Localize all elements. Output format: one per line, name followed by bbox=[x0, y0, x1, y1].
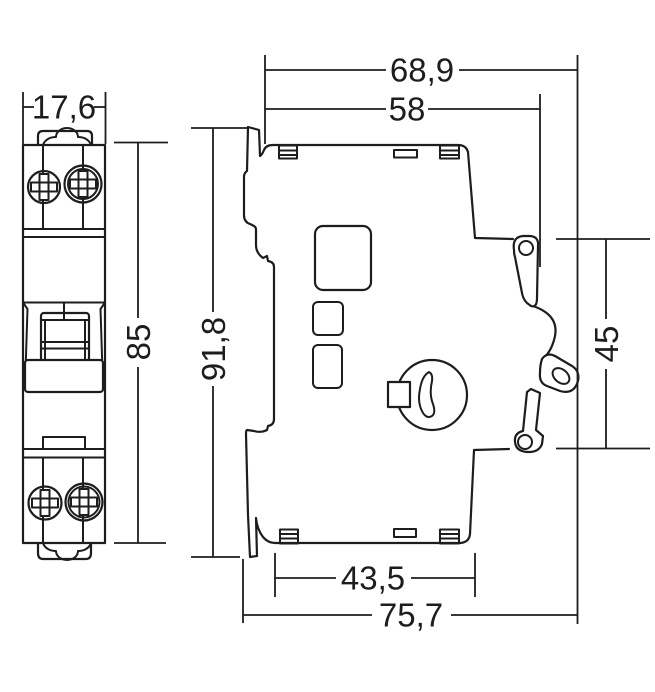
din-clip-bottom bbox=[513, 387, 545, 454]
busbar-tab-top bbox=[36, 129, 94, 147]
label-window-small-2 bbox=[312, 344, 343, 389]
terminal-screw-top-right-icon bbox=[63, 164, 103, 204]
dim-label-depth-overall-top: 68,9 bbox=[390, 52, 454, 89]
terminal-window-bottom bbox=[42, 436, 86, 450]
dim-label-depth-body-bottom: 43,5 bbox=[341, 560, 405, 597]
dim-din-rail-span: 45 bbox=[556, 238, 650, 450]
label-window-large bbox=[313, 224, 373, 292]
dim-depth-overall-bottom: 75,7 bbox=[242, 559, 578, 634]
terminal-screw-bottom-right-icon bbox=[64, 482, 104, 522]
side-view bbox=[242, 125, 580, 559]
front-body-outline bbox=[21, 143, 107, 545]
label-window-small-1 bbox=[312, 301, 344, 336]
dim-depth-body-bottom: 43,5 bbox=[274, 553, 476, 597]
dim-front-height: 85 bbox=[114, 141, 168, 544]
dim-label-overall-height: 91,8 bbox=[195, 317, 232, 381]
clip-hole-top bbox=[518, 240, 534, 256]
dim-overall-height: 91,8 bbox=[191, 127, 248, 558]
toggle-base-plate bbox=[23, 358, 105, 394]
din-clip-top bbox=[512, 234, 540, 308]
bottom-edge-vents bbox=[279, 528, 460, 545]
dim-label-depth-body-top: 58 bbox=[389, 91, 426, 128]
dimensions: 17,6 85 91,8 68,9 bbox=[22, 52, 650, 634]
dim-depth-overall-top: 68,9 bbox=[264, 52, 579, 624]
knob-slot bbox=[418, 371, 436, 418]
dim-label-depth-overall-bottom: 75,7 bbox=[379, 597, 443, 634]
front-view bbox=[21, 127, 107, 561]
busbar-tab-top-notch bbox=[42, 127, 92, 146]
terminal-screw-top-left-icon bbox=[26, 169, 62, 205]
dim-front-width: 17,6 bbox=[22, 89, 107, 144]
clip-hole-bottom bbox=[517, 434, 533, 450]
top-edge-vents bbox=[278, 144, 460, 160]
busbar-tab-bottom-notch bbox=[42, 542, 92, 561]
side-body-outline bbox=[242, 125, 515, 559]
dim-label-din-rail-span: 45 bbox=[588, 326, 625, 363]
terminal-screw-bottom-left-icon bbox=[27, 485, 63, 521]
din-rail-seat bbox=[531, 304, 557, 362]
lug-hole bbox=[551, 367, 571, 385]
dim-depth-body-top: 58 bbox=[265, 91, 541, 267]
mounting-lug bbox=[538, 353, 580, 393]
toggle-handle bbox=[39, 311, 91, 363]
dim-label-front-width: 17,6 bbox=[32, 89, 96, 126]
dim-label-front-height: 85 bbox=[120, 324, 157, 361]
sealing-knob bbox=[386, 358, 469, 432]
knob-tab bbox=[386, 380, 412, 409]
